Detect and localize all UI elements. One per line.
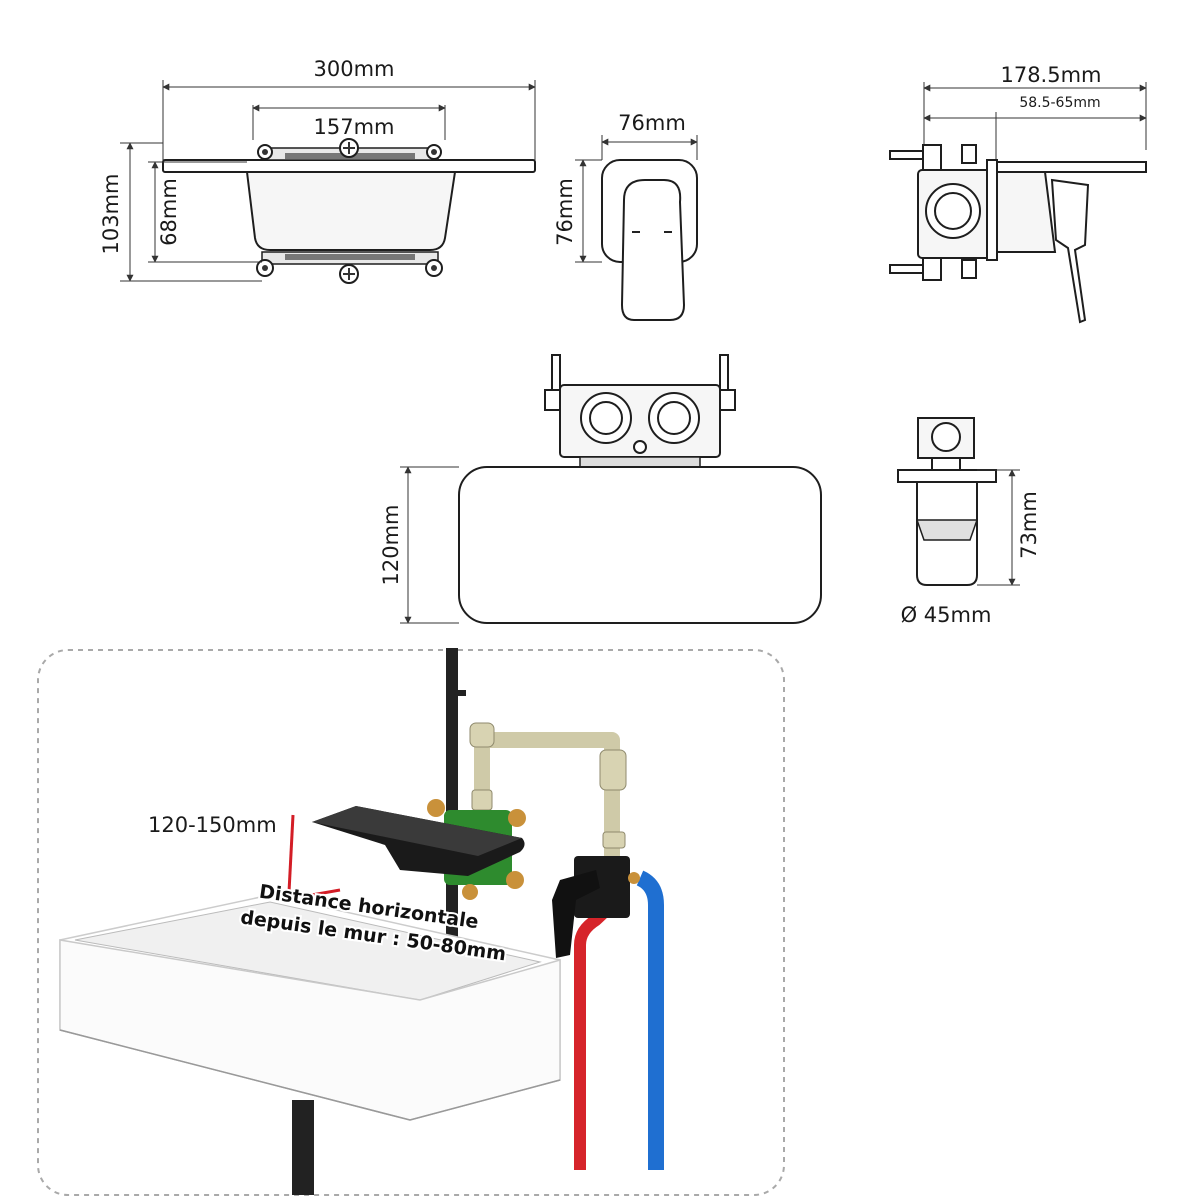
dim-handle-diameter: Ø 45mm: [901, 603, 992, 627]
top-view-drawing: [120, 80, 536, 284]
installation-illustration: [37, 648, 785, 1196]
dim-bracket-width: 157mm: [314, 115, 395, 139]
dim-adjust-range: 58.5-65mm: [1019, 95, 1100, 111]
handle-front-drawing: [575, 135, 698, 321]
dim-top-width: 300mm: [314, 57, 395, 81]
dim-handle-width: 76mm: [618, 111, 686, 135]
dim-handle-projection: 73mm: [1017, 491, 1041, 559]
dim-side-depth: 178.5mm: [1000, 63, 1101, 87]
side-view-drawing: [889, 82, 1147, 324]
dim-handle-height: 76mm: [553, 178, 577, 246]
dim-inner-depth: 68mm: [157, 178, 181, 246]
dim-top-depth: 103mm: [99, 174, 123, 255]
spout-front-drawing: [400, 354, 822, 624]
installation-height-label: 120-150mm: [148, 813, 277, 837]
dim-spout-plate-height: 120mm: [379, 505, 403, 586]
handle-side-drawing: [897, 417, 1020, 586]
